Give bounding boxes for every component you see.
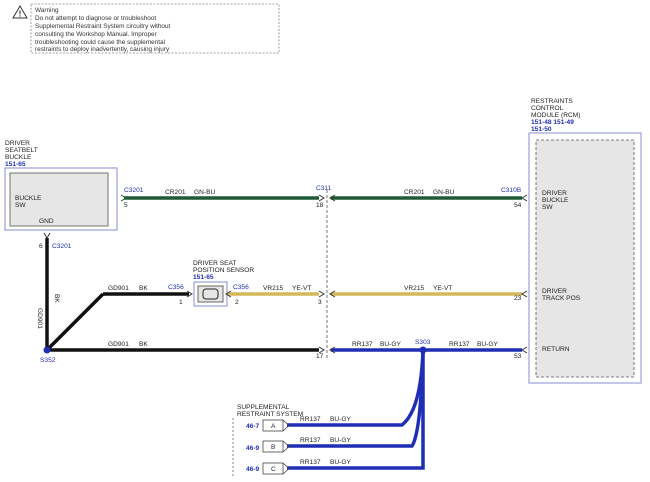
c3201-top-pin: 5 bbox=[124, 202, 128, 209]
c3201-top-label[interactable]: C3201 bbox=[124, 187, 144, 194]
c3201-bottom-pin: 6 bbox=[39, 243, 43, 250]
vr215-b-circuit: VR215 bbox=[404, 285, 424, 292]
c311-pin-18: 18 bbox=[316, 202, 324, 209]
rr137-sa-circuit: RR137 bbox=[300, 416, 321, 423]
warning-triangle-icon: ! bbox=[12, 5, 28, 19]
cr201-a-color: GN-BU bbox=[194, 189, 215, 196]
wire-cr201: CR201 GN-BU CR201 GN-BU bbox=[120, 189, 528, 202]
rr137-sc-circuit: RR137 bbox=[300, 459, 321, 466]
wire-gd901: GD901 BK GD901 BK GD901 BK bbox=[36, 232, 325, 354]
rcm-pin-return: RETURN bbox=[542, 346, 570, 353]
c356-right-label[interactable]: C356 bbox=[233, 284, 249, 291]
gd901-a-circuit: GD901 bbox=[108, 285, 129, 292]
vr215-a-color: YE-VT bbox=[292, 285, 311, 292]
rr137-sc-color: BU-GY bbox=[330, 459, 351, 466]
buckle-ref[interactable]: 151-65 bbox=[5, 161, 26, 168]
rr137-b-circuit: RR137 bbox=[449, 341, 470, 348]
srs-letter-b: B bbox=[271, 444, 276, 451]
rcm-pin-track-2: TRACK POS bbox=[542, 295, 581, 302]
warning-line-3: consulting the Workshop Manual. Improper bbox=[35, 31, 158, 38]
warning-title: Warning bbox=[35, 7, 59, 14]
srs-title-1: SUPPLEMENTAL bbox=[237, 404, 290, 411]
driver-seatbelt-buckle: DRIVER SEATBELT BUCKLE 151-65 BUCKLE SW … bbox=[4, 140, 118, 231]
warning-line-4: troubleshooting could cause the suppleme… bbox=[35, 39, 165, 46]
supplemental-restraint-system: SUPPLEMENTAL RESTRAINT SYSTEM 46-7 A 46-… bbox=[232, 404, 303, 476]
splice-s303-dot[interactable] bbox=[419, 346, 427, 354]
rcm-title-2: CONTROL bbox=[531, 105, 564, 112]
rr137-a-circuit: RR137 bbox=[352, 341, 373, 348]
driver-seat-position-sensor: DRIVER SEAT POSITION SENSOR 151-65 bbox=[193, 260, 254, 307]
c310b-pin-53: 53 bbox=[514, 353, 522, 360]
warning-line-1: Do not attempt to diagnose or troublesho… bbox=[35, 15, 156, 22]
rcm-title-3: MODULE (RCM) bbox=[531, 112, 580, 119]
srs-letter-c: C bbox=[271, 466, 276, 473]
warning-box: ! Warning Do not attempt to diagnose or … bbox=[12, 3, 280, 54]
vr215-b-color: YE-VT bbox=[433, 285, 452, 292]
c356-right-pin: 2 bbox=[235, 299, 239, 306]
splice-s352-label[interactable]: S352 bbox=[40, 357, 56, 364]
vr215-a-circuit: VR215 bbox=[263, 285, 283, 292]
warning-line-2: Supplemental Restraint System circuitry … bbox=[35, 23, 171, 30]
wire-vr215: VR215 YE-VT VR215 YE-VT bbox=[225, 285, 528, 298]
gd901-b-circuit: GD901 bbox=[108, 341, 129, 348]
svg-text:!: ! bbox=[19, 10, 22, 19]
srs-ref-c[interactable]: 46-9 bbox=[246, 466, 260, 473]
restraints-control-module: RESTRAINTS CONTROL MODULE (RCM) 151-48 1… bbox=[528, 98, 642, 384]
rr137-sb-circuit: RR137 bbox=[300, 437, 321, 444]
c310b-label[interactable]: C310B bbox=[501, 187, 522, 194]
srs-letter-a: A bbox=[271, 423, 276, 430]
cr201-b-circuit: CR201 bbox=[404, 189, 425, 196]
sensor-title-1: DRIVER SEAT bbox=[193, 260, 236, 267]
buckle-inner-1: BUCKLE bbox=[15, 195, 42, 202]
srs-title-2: RESTRAINT SYSTEM bbox=[237, 411, 303, 418]
rcm-pin-buckle-2: BUCKLE bbox=[542, 197, 569, 204]
c310b-pin-23: 23 bbox=[514, 295, 522, 302]
srs-ref-a[interactable]: 46-7 bbox=[246, 423, 260, 430]
gd901-v-circuit: GD901 bbox=[36, 308, 43, 329]
cr201-b-color: GN-BU bbox=[433, 189, 454, 196]
c311-pin-3: 3 bbox=[318, 299, 322, 306]
sensor-symbol-icon bbox=[202, 288, 219, 300]
rr137-b-color: BU-GY bbox=[477, 341, 498, 348]
gd901-b-color: BK bbox=[139, 341, 148, 348]
warning-line-5: restraints to deploy inadvertently, caus… bbox=[35, 46, 170, 53]
c356-left-pin: 1 bbox=[179, 299, 183, 306]
buckle-title-1: DRIVER bbox=[5, 140, 30, 147]
rr137-sb-color: BU-GY bbox=[330, 437, 351, 444]
sensor-title-2: POSITION SENSOR bbox=[193, 267, 254, 274]
c310b-pin-54: 54 bbox=[514, 202, 522, 209]
rcm-title-1: RESTRAINTS bbox=[531, 98, 573, 105]
srs-ref-b[interactable]: 46-9 bbox=[246, 445, 260, 452]
c311-pin-17: 17 bbox=[316, 353, 324, 360]
wire-rr137: RR137 BU-GY RR137 BU-GY RR137 BU-GY RR13… bbox=[287, 341, 528, 470]
buckle-inner-2: SW bbox=[15, 202, 26, 209]
splice-s352-dot[interactable] bbox=[43, 346, 51, 354]
c3201-bottom-label[interactable]: C3201 bbox=[52, 243, 72, 250]
splice-s303-label[interactable]: S303 bbox=[415, 339, 431, 346]
rcm-ref-1[interactable]: 151-48 151-49 bbox=[531, 119, 574, 126]
rr137-a-color: BU-GY bbox=[380, 341, 401, 348]
c356-left-label[interactable]: C356 bbox=[168, 284, 184, 291]
cr201-a-circuit: CR201 bbox=[165, 189, 186, 196]
rcm-pin-buckle-1: DRIVER bbox=[542, 190, 567, 197]
rr137-sa-color: BU-GY bbox=[330, 416, 351, 423]
buckle-title-2: SEATBELT bbox=[5, 147, 38, 154]
rcm-ref-2[interactable]: 151-50 bbox=[531, 126, 552, 133]
gd901-a-color: BK bbox=[139, 285, 148, 292]
buckle-gnd: GND bbox=[39, 218, 54, 225]
gd901-v-color: BK bbox=[53, 294, 60, 303]
rcm-pin-buckle-3: SW bbox=[542, 204, 553, 211]
rcm-pin-track-1: DRIVER bbox=[542, 288, 567, 295]
buckle-title-3: BUCKLE bbox=[5, 154, 32, 161]
sensor-ref[interactable]: 151-65 bbox=[193, 274, 214, 281]
c311-label[interactable]: C311 bbox=[316, 185, 332, 192]
